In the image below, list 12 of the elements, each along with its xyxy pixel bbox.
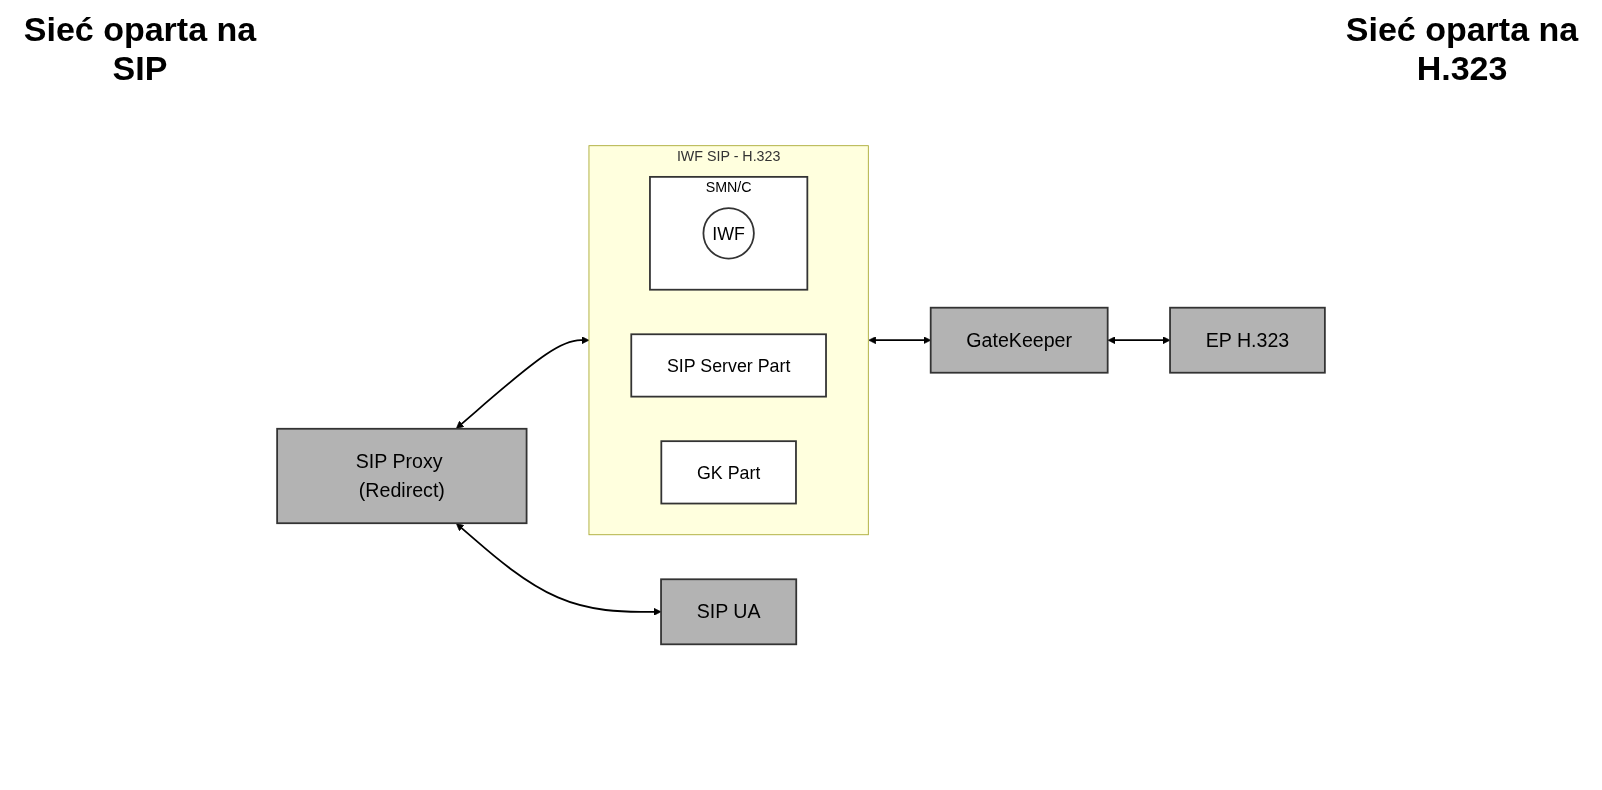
node-circle: IWF: [702, 207, 755, 260]
node-box: SIP Proxy (Redirect): [276, 427, 528, 525]
node-box: GateKeeper: [929, 306, 1109, 374]
arrow: [1107, 336, 1171, 345]
arrow: [456, 336, 590, 429]
arrow: [456, 523, 662, 616]
node-box: SIP UA: [660, 578, 798, 646]
network-label: Sieć oparta na H.323: [1344, 10, 1580, 88]
network-label: Sieć oparta na SIP: [22, 10, 258, 88]
node-box: GK Part: [660, 440, 797, 505]
node-box: SIP Server Part: [630, 333, 827, 398]
node-box: EP H.323: [1169, 306, 1326, 374]
